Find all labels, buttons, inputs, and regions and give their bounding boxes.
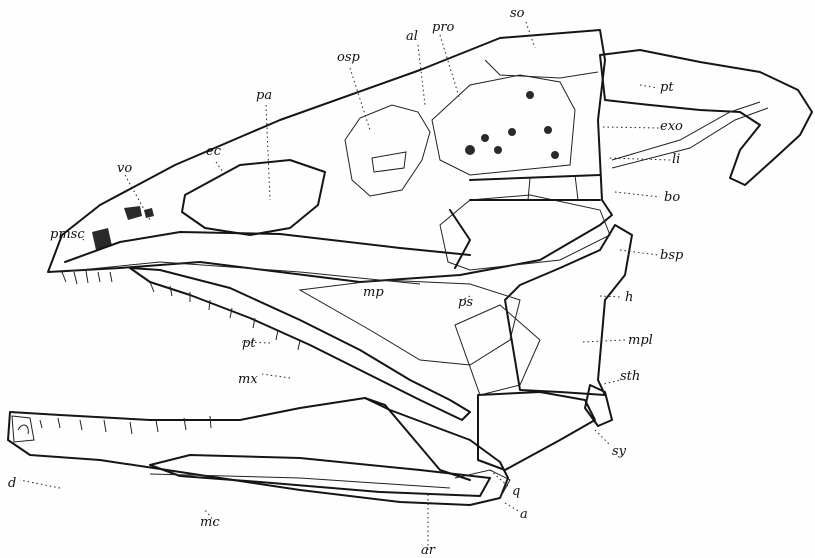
pterotic-process bbox=[600, 50, 812, 185]
label-ec: ec bbox=[206, 144, 222, 159]
label-sy: sy bbox=[612, 444, 627, 459]
label-pt-low: pt bbox=[242, 336, 256, 351]
label-al: al bbox=[406, 29, 418, 44]
label-d: d bbox=[8, 476, 16, 491]
label-ar: ar bbox=[421, 543, 436, 558]
label-bsp: bsp bbox=[660, 248, 684, 263]
leader-lines bbox=[20, 22, 670, 550]
suspensorium bbox=[478, 225, 632, 470]
label-pmsc: pmsc bbox=[50, 227, 85, 242]
label-pt-top: pt bbox=[660, 80, 674, 95]
label-mpl: mpl bbox=[628, 333, 653, 348]
label-li: li bbox=[672, 152, 680, 167]
lower-jaw bbox=[8, 398, 510, 505]
label-pro: pro bbox=[432, 20, 455, 35]
label-h: h bbox=[625, 290, 633, 305]
cranium bbox=[48, 30, 612, 284]
label-bo: bo bbox=[664, 190, 680, 205]
label-exo: exo bbox=[660, 119, 683, 134]
label-a: a bbox=[520, 507, 528, 522]
label-pa: pa bbox=[256, 88, 272, 103]
label-ps: ps bbox=[458, 295, 473, 310]
label-vo: vo bbox=[117, 161, 132, 176]
label-mp: mp bbox=[363, 285, 384, 300]
label-sth: sth bbox=[620, 369, 640, 384]
labels: so pro al osp pa ec vo pmsc pt exo li bo… bbox=[8, 6, 684, 558]
label-osp: osp bbox=[337, 50, 360, 65]
label-mc: mc bbox=[200, 515, 220, 530]
label-q: q bbox=[512, 484, 520, 499]
label-mx: mx bbox=[238, 372, 258, 387]
maxilla bbox=[62, 268, 470, 420]
label-so: so bbox=[510, 6, 525, 21]
